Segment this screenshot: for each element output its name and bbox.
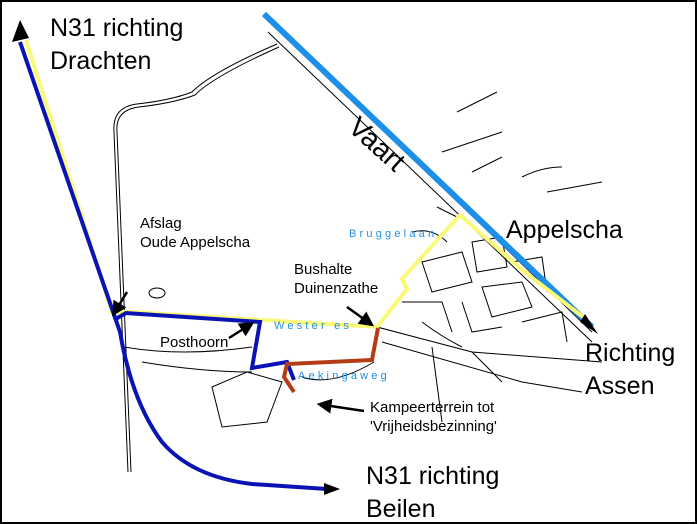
label-line: N31 richting <box>366 462 500 490</box>
label-line: Duinenzathe <box>294 280 379 297</box>
label-bushalte: Bushalte Duinenzathe <box>294 260 378 298</box>
red-route <box>281 327 380 394</box>
label-line: Beilen <box>366 495 436 523</box>
label-richting-assen: Richting Assen <box>585 337 675 403</box>
label-line: Bushalte <box>294 261 353 278</box>
label-line: Kampeerterrein tot <box>370 399 495 416</box>
label-bruggelaan: Bruggelaan <box>349 228 438 240</box>
label-kampeerterrein: Kampeerterrein tot 'Vrijheidsbezinning' <box>370 398 497 436</box>
label-aekingaweg: Aekingaweg <box>298 370 390 382</box>
beilen-arrow-icon <box>324 483 340 495</box>
label-line: Assen <box>585 372 655 400</box>
pointer-arrows <box>112 291 375 414</box>
label-line: Drachten <box>50 47 152 75</box>
assen-arrow-icon <box>580 314 598 334</box>
label-posthoorn: Posthoorn <box>160 334 229 351</box>
drachten-arrow-icon <box>12 20 29 42</box>
label-n31-beilen: N31 richting Beilen <box>366 460 500 523</box>
label-n31-drachten: N31 richting Drachten <box>50 12 183 78</box>
label-line: Oude Appelscha <box>140 234 251 251</box>
label-line: Richting <box>585 339 676 367</box>
canal-line <box>261 11 595 330</box>
town-streets <box>402 206 568 348</box>
label-appelscha: Appelscha <box>506 216 623 244</box>
label-wester-es: Wester es <box>274 320 353 332</box>
label-line: Afslag <box>140 215 182 232</box>
label-afslag: Afslag Oude Appelscha <box>140 214 250 252</box>
label-line: 'Vrijheidsbezinning' <box>370 418 497 435</box>
label-line: N31 richting <box>50 14 184 42</box>
n31-route <box>18 41 328 491</box>
